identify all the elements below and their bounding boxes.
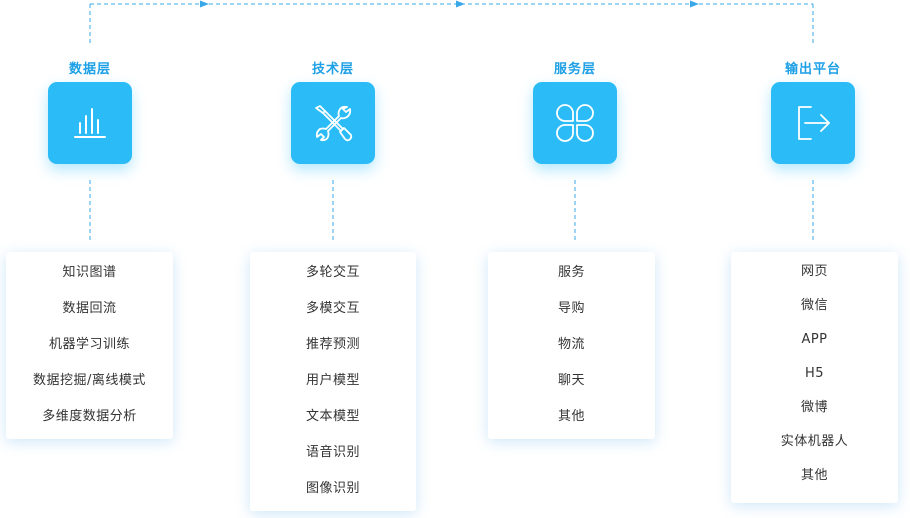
list-item: 微博 xyxy=(800,400,828,415)
list-item: 图像识别 xyxy=(305,481,360,496)
arrow-right-icon xyxy=(456,0,465,8)
tools-icon xyxy=(315,105,353,142)
column-title-service-layer: 服务层 xyxy=(553,62,596,77)
data-layer-card: 知识图谱 数据回流 机器学习训练 数据挖掘/离线模式 多维度数据分析 xyxy=(6,252,173,439)
service-layer-card: 服务 导购 物流 聊天 其他 xyxy=(488,252,655,439)
list-item: H5 xyxy=(804,366,825,381)
list-item: 实体机器人 xyxy=(780,434,849,449)
tech-layer-card: 多轮交互 多模交互 推荐预测 用户模型 文本模型 语音识别 图像识别 xyxy=(250,252,416,511)
list-item: 导购 xyxy=(557,301,585,316)
output-platform-tile xyxy=(771,82,855,164)
column-title-tech-layer: 技术层 xyxy=(311,62,354,77)
output-platform-card: 网页 微信 APP H5 微博 实体机器人 其他 xyxy=(731,252,898,503)
list-item: 用户模型 xyxy=(305,373,360,388)
list-item: 语音识别 xyxy=(305,445,360,460)
list-item: 数据回流 xyxy=(62,301,117,316)
list-item: 聊天 xyxy=(557,373,585,388)
list-item: 物流 xyxy=(557,337,585,352)
list-item: 网页 xyxy=(800,264,828,279)
data-layer-tile xyxy=(48,82,132,164)
list-item: 数据挖掘/离线模式 xyxy=(33,373,146,388)
arrow-right-icon xyxy=(200,0,209,8)
arrow-right-icon xyxy=(690,0,699,8)
list-item: 文本模型 xyxy=(305,409,360,424)
list-item: 机器学习训练 xyxy=(48,337,130,352)
list-item: 多轮交互 xyxy=(305,265,360,280)
list-item: 微信 xyxy=(800,298,828,313)
list-item: 推荐预测 xyxy=(305,337,360,352)
list-item: 其他 xyxy=(800,468,828,483)
tech-layer-tile xyxy=(291,82,375,164)
list-item: 服务 xyxy=(557,265,585,280)
export-icon xyxy=(798,106,830,140)
column-title-output-platform: 输出平台 xyxy=(784,62,841,77)
bar-chart-icon xyxy=(74,108,106,138)
four-petal-icon xyxy=(556,104,594,142)
list-item: 其他 xyxy=(557,409,585,424)
list-item: 多模交互 xyxy=(305,301,360,316)
column-title-data-layer: 数据层 xyxy=(68,62,111,77)
list-item: 知识图谱 xyxy=(62,265,117,280)
list-item: 多维度数据分析 xyxy=(42,409,137,424)
list-item: APP xyxy=(801,332,828,347)
service-layer-tile xyxy=(533,82,617,164)
